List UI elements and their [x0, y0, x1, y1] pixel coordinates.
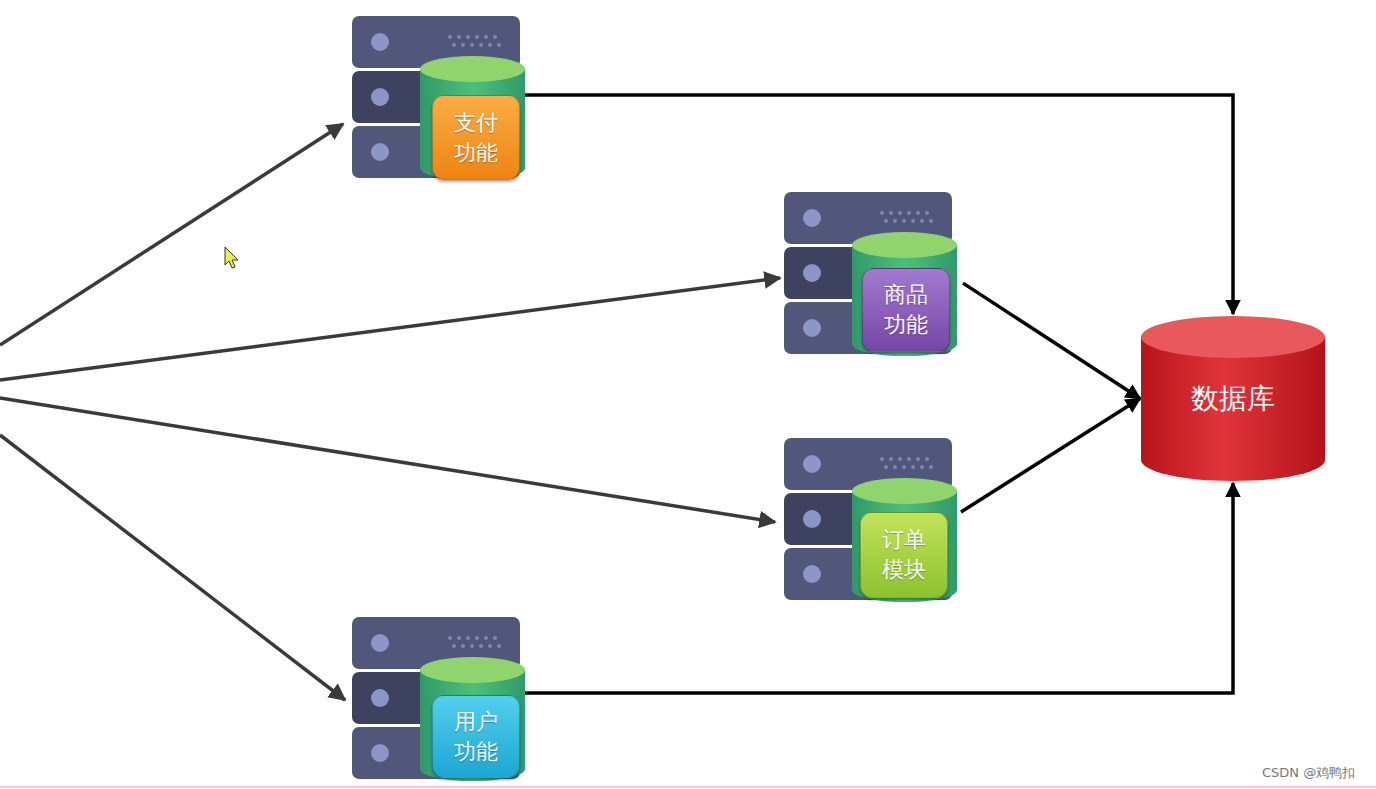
database-label: 数据库 [1191, 380, 1275, 418]
function-label: 用户 功能 [451, 707, 502, 766]
function-tile: 支付 功能 [432, 95, 520, 180]
function-label: 订单 模块 [879, 525, 930, 584]
function-tile: 用户 功能 [432, 695, 520, 778]
database-cylinder: 数据库 [1140, 315, 1326, 482]
function-tile: 商品 功能 [862, 268, 950, 352]
function-tile: 订单 模块 [860, 512, 948, 598]
connector-arrow [963, 283, 1140, 398]
watermark: CSDN @鸡鸭扣 [1262, 764, 1355, 782]
connector-arrow [961, 399, 1140, 513]
function-label: 商品 功能 [881, 280, 932, 339]
connector-arrow [525, 483, 1233, 693]
function-label: 支付 功能 [451, 108, 502, 167]
